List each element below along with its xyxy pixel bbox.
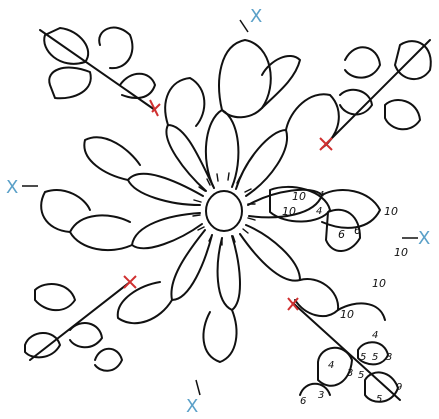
edge-mark-right: X	[418, 228, 430, 249]
edge-mark-top: X	[250, 6, 262, 27]
count-label: 4	[328, 360, 334, 371]
count-label: 3	[318, 390, 324, 401]
outer-petals	[41, 40, 385, 362]
count-label: 10	[394, 246, 408, 259]
count-label: 5	[376, 394, 382, 405]
count-label: 10	[282, 205, 296, 218]
count-label: 10	[384, 205, 398, 218]
corner-branches	[25, 28, 431, 402]
count-label: 6	[338, 228, 345, 241]
count-label: 4	[318, 190, 324, 201]
count-label: 10	[340, 308, 354, 321]
count-label: 10	[292, 190, 306, 203]
count-label: 5	[358, 370, 364, 381]
count-label: 5	[360, 352, 366, 363]
count-label: 9	[396, 382, 402, 393]
count-label: 5	[372, 352, 378, 363]
count-label: 10	[372, 277, 386, 290]
edge-mark-bottom: X	[186, 396, 198, 417]
count-label: 4	[372, 330, 378, 341]
count-label: 6	[354, 224, 361, 237]
count-label: 3	[386, 352, 392, 363]
edge-mark-left: X	[6, 177, 18, 198]
count-label: 3	[347, 368, 353, 379]
count-label: 4	[316, 206, 322, 217]
count-label: 6	[300, 396, 306, 407]
